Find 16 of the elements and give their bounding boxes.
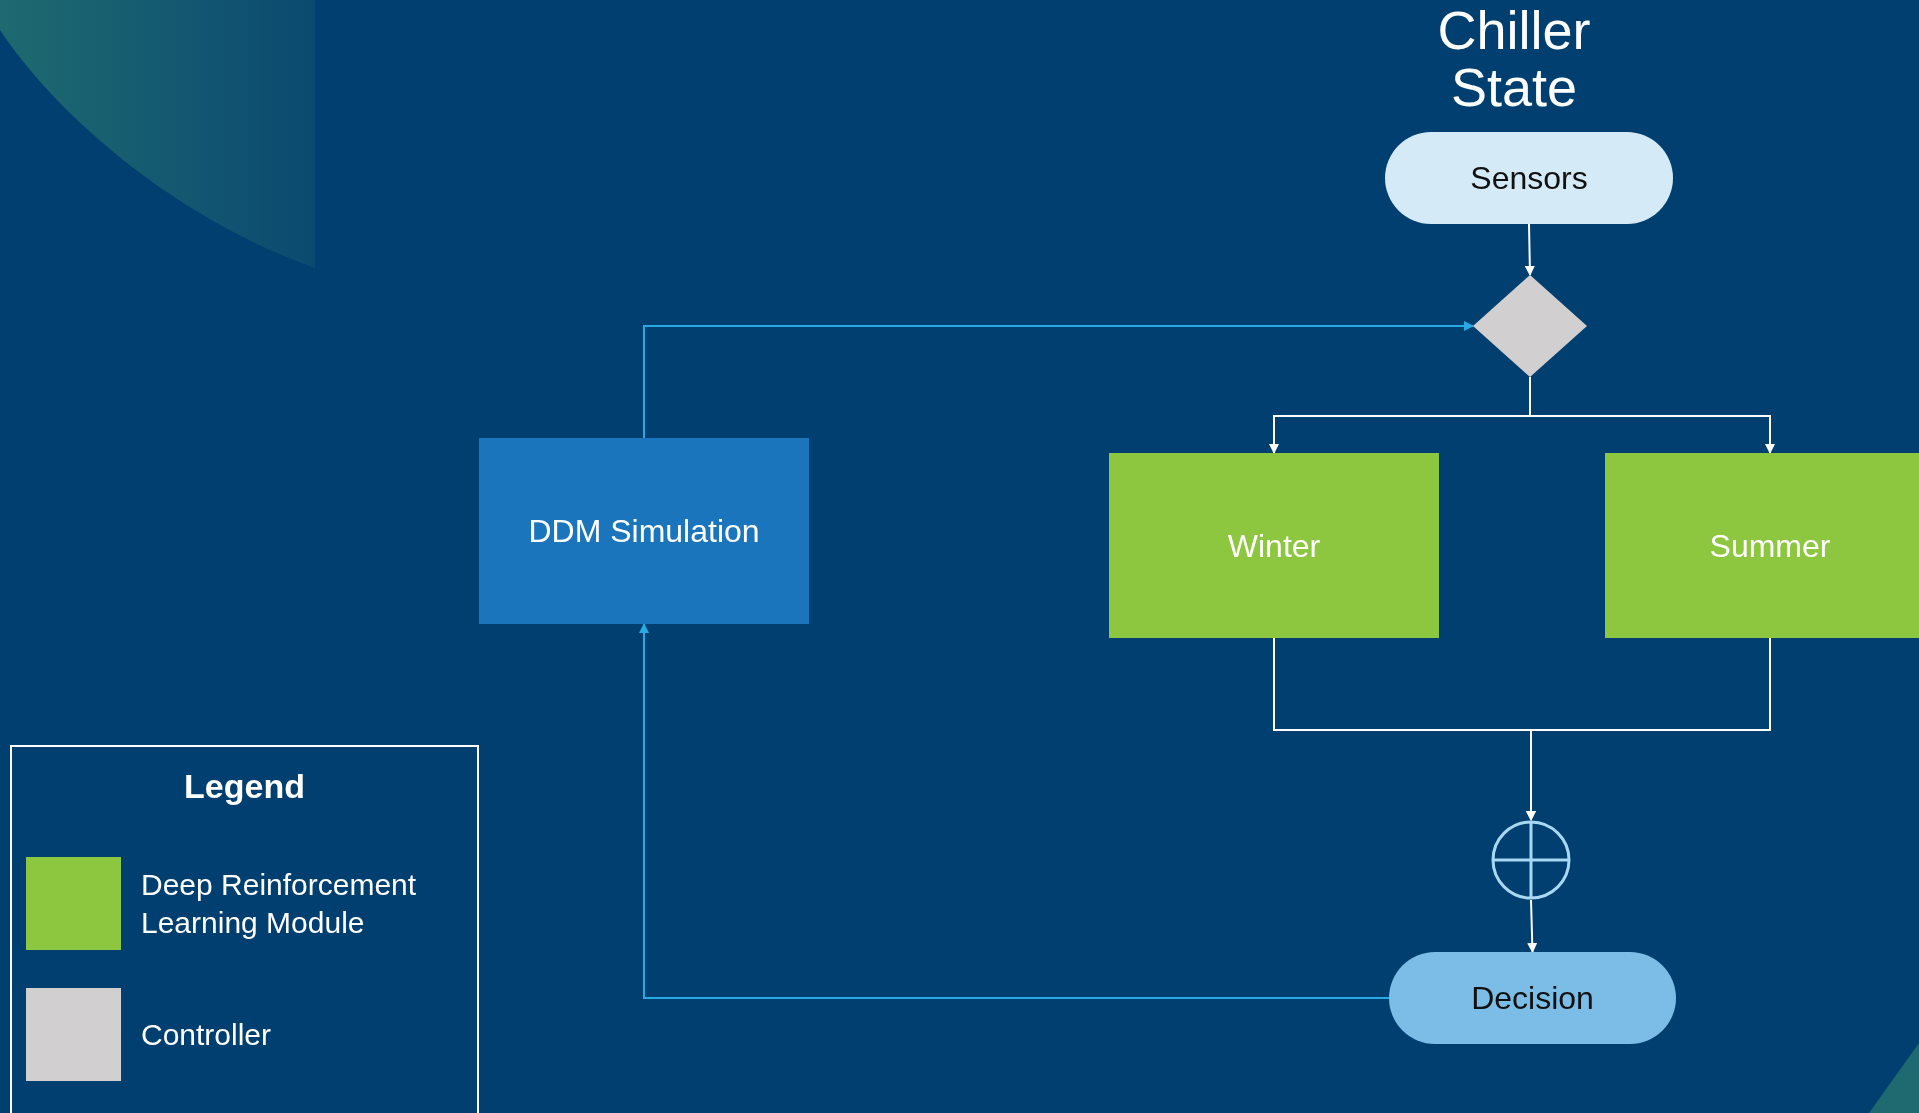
arrow bbox=[643, 321, 1474, 439]
arrow bbox=[1524, 223, 1535, 276]
arrow bbox=[639, 623, 1390, 999]
process-box: Winter bbox=[1109, 453, 1439, 638]
decision-diamond bbox=[1473, 275, 1587, 377]
summing-junction bbox=[1491, 820, 1571, 900]
arrow bbox=[1526, 637, 1771, 821]
terminal-pill: Sensors bbox=[1385, 132, 1673, 224]
process-box: DDM Simulation bbox=[479, 438, 809, 624]
process-box: Summer bbox=[1605, 453, 1919, 638]
arrow bbox=[1527, 899, 1538, 953]
terminal-pill: Decision bbox=[1389, 952, 1676, 1044]
legend-label: Deep Reinforcement Learning Module bbox=[141, 867, 418, 941]
legend-label: Controller bbox=[141, 1016, 273, 1053]
diagram-title: Chiller State bbox=[1436, 2, 1592, 116]
legend-title: Legend bbox=[183, 766, 306, 807]
